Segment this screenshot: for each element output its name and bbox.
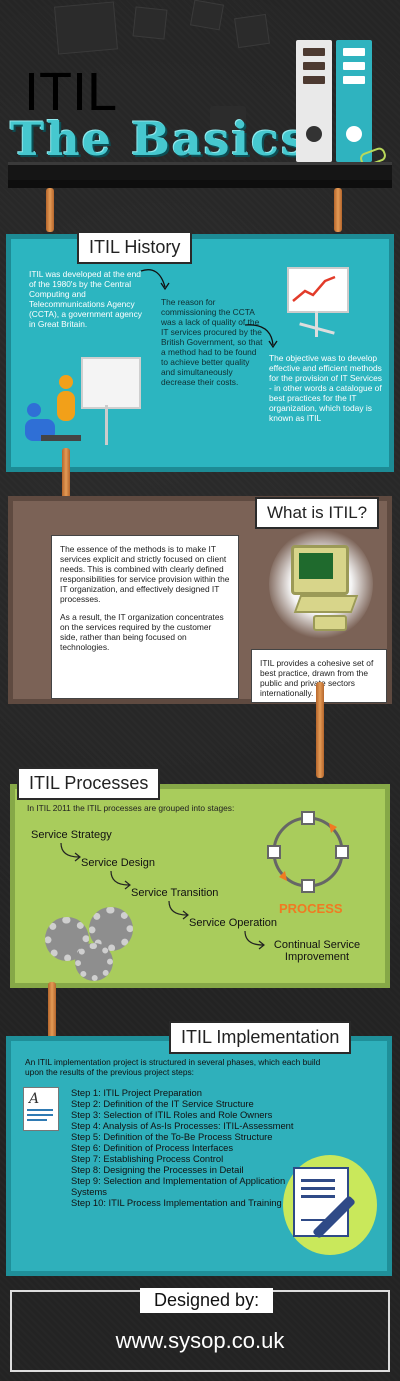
- presenter-figure-icon: [25, 349, 147, 459]
- what-p1: The essence of the methods is to make IT…: [60, 544, 230, 604]
- what-p3: ITIL provides a cohesive set of best pra…: [260, 658, 374, 698]
- step-item: Step 5: Definition of the To-Be Process …: [71, 1131, 273, 1142]
- what-note-main: The essence of the methods is to make IT…: [51, 535, 239, 699]
- footer: Designed by: www.sysop.co.uk: [10, 1288, 390, 1372]
- implementation-heading: ITIL Implementation: [169, 1021, 352, 1054]
- stage-service-transition: Service Transition: [131, 887, 219, 899]
- picture-frame-icon: [189, 0, 225, 31]
- processes-intro: In ITIL 2011 the ITIL processes are grou…: [27, 803, 235, 813]
- computer-icon: [269, 529, 373, 639]
- history-col1: ITIL was developed at the end of the 198…: [29, 269, 142, 329]
- processes-heading: ITIL Processes: [17, 767, 161, 800]
- rope: [46, 188, 54, 232]
- what-p2: As a result, the IT organization concent…: [60, 612, 224, 652]
- stage-arrow-icon: [168, 900, 189, 920]
- shelf-front: [8, 180, 392, 188]
- contract-pen-icon: [275, 1151, 379, 1261]
- picture-frame-icon: [132, 6, 168, 40]
- stage-service-design: Service Design: [81, 857, 155, 869]
- curved-arrow-icon: [244, 324, 278, 349]
- rope: [48, 982, 56, 1042]
- binder-teal-icon: [336, 40, 372, 162]
- process-label: PROCESS: [279, 901, 343, 916]
- what-panel: What is ITIL? The essence of the methods…: [8, 496, 392, 704]
- history-panel: ITIL History ITIL was developed at the e…: [6, 231, 394, 472]
- shelf: [8, 162, 392, 183]
- designed-by-text: Designed by:: [154, 1290, 260, 1310]
- step-item: Step 4: Analysis of As-Is Processes: ITI…: [71, 1120, 294, 1131]
- header: ITIL The Basics: [0, 0, 400, 200]
- footer-url[interactable]: www.sysop.co.uk: [115, 1328, 285, 1353]
- pencil-cup-icon: [210, 106, 246, 160]
- rope: [316, 682, 324, 778]
- stage-arrow-icon: [60, 842, 81, 862]
- process-cycle-icon: [267, 811, 349, 893]
- binder-white-icon: [296, 40, 332, 162]
- presentation-chart-icon: [287, 267, 349, 339]
- title-line-2: The Basics: [10, 112, 309, 166]
- history-col3: The objective was to develop effective a…: [269, 353, 382, 423]
- step-item: Step 1: ITIL Project Preparation: [71, 1087, 202, 1098]
- step-item: Step 7: Establishing Process Control: [71, 1153, 224, 1164]
- stage-service-operation: Service Operation: [189, 917, 278, 929]
- history-col2: The reason for commissioning the CCTA wa…: [161, 297, 263, 387]
- stage-arrow-icon: [244, 930, 265, 950]
- implementation-panel: ITIL Implementation An ITIL implementati…: [6, 1021, 392, 1276]
- stage-service-strategy: Service Strategy: [31, 829, 112, 841]
- picture-frame-icon: [234, 13, 270, 49]
- designed-by-label: Designed by:: [140, 1288, 274, 1313]
- what-heading: What is ITIL?: [255, 497, 380, 529]
- step-item: Step 9: Selection and Implementation of …: [71, 1175, 286, 1197]
- document-icon: A: [23, 1087, 63, 1133]
- step-item: Step 8: Designing the Processes in Detai…: [71, 1164, 244, 1175]
- curved-arrow-icon: [140, 269, 170, 291]
- history-heading: ITIL History: [77, 231, 193, 264]
- processes-panel: ITIL Processes In ITIL 2011 the ITIL pro…: [10, 767, 390, 988]
- picture-frame-icon: [54, 1, 118, 55]
- implementation-intro: An ITIL implementation project is struct…: [25, 1057, 321, 1077]
- rope: [334, 188, 342, 232]
- step-item: Step 3: Selection of ITIL Roles and Role…: [71, 1109, 273, 1120]
- title-line-1: ITIL: [24, 62, 118, 122]
- gears-icon: [45, 907, 133, 983]
- step-item: Step 6: Definition of Process Interfaces: [71, 1142, 234, 1153]
- stage-arrow-icon: [110, 870, 131, 890]
- stage-continual-improvement: Continual Service Improvement: [273, 939, 361, 963]
- step-item: Step 2: Definition of the IT Service Str…: [71, 1098, 254, 1109]
- steps-list: Step 1: ITIL Project Preparation Step 2:…: [71, 1087, 311, 1208]
- step-item: Step 10: ITIL Process Implementation and…: [71, 1197, 282, 1208]
- rope: [62, 448, 70, 502]
